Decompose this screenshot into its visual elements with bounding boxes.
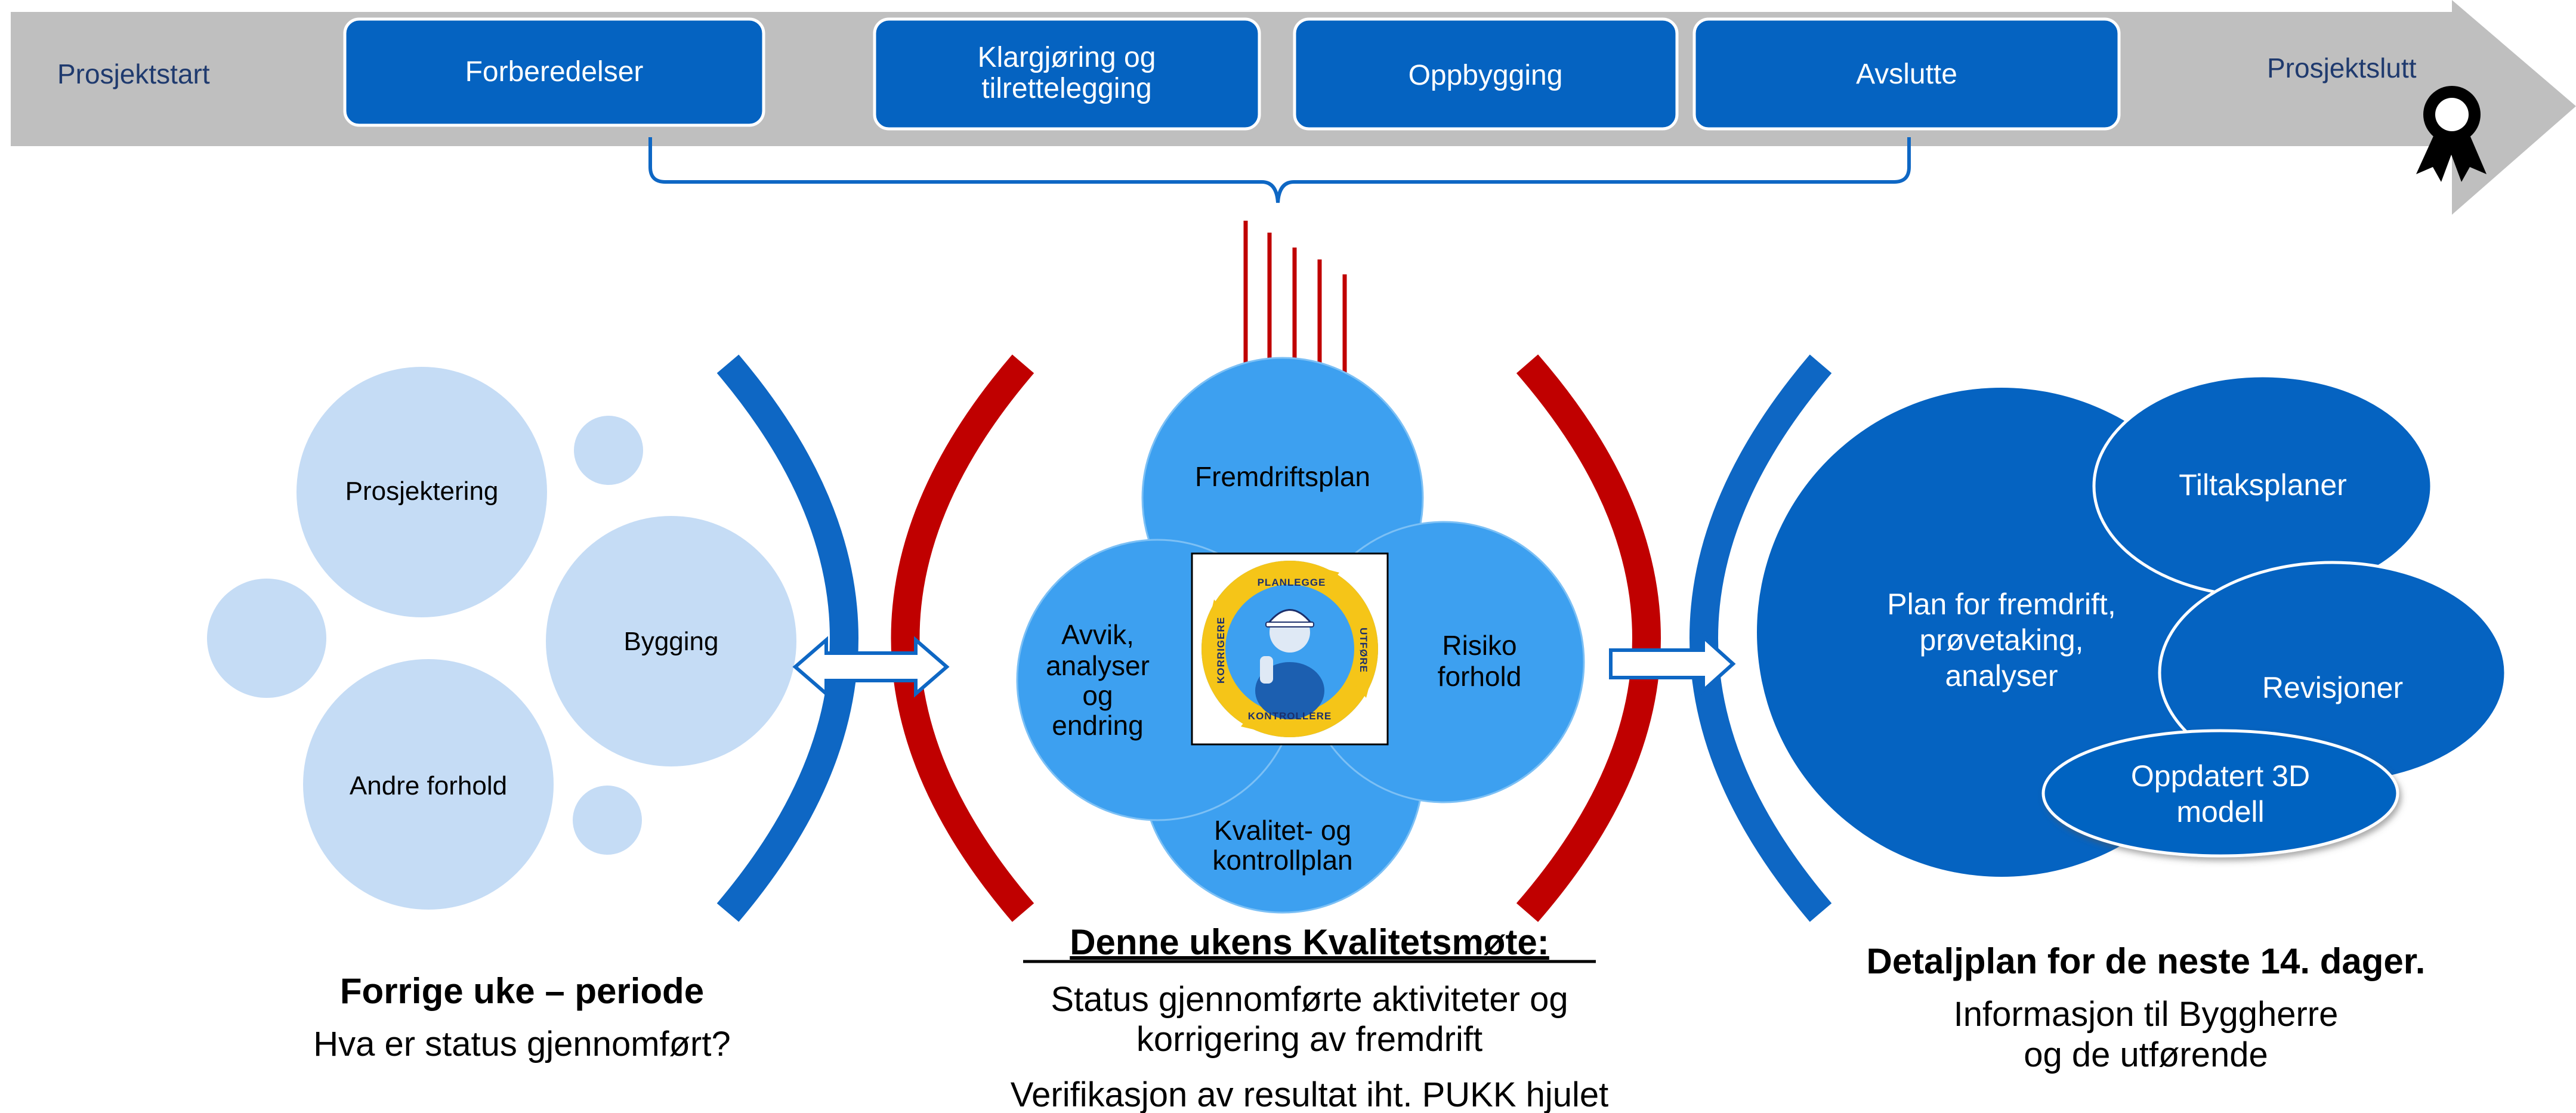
award-ribbon-icon [2416,86,2487,182]
center-group: Fremdriftsplan Avvik, analyser og endrin… [1011,357,1609,1113]
phase-box-oppbygging[interactable] [1293,17,1679,131]
phase-label-oppbygging: Oppbygging [1409,60,1563,91]
phase-label-avslutte: Avslutte [1856,58,1957,90]
label-avvik-2: analyser [1046,650,1150,681]
right-caption-line2: og de utførende [2024,1035,2268,1074]
double-arrow [792,636,950,698]
bubble-bygging [546,516,796,766]
label-3d-modell-2: modell [2176,795,2264,828]
label-risiko-2: forhold [1438,661,1522,692]
label-kvalitet-2: kontrollplan [1212,845,1352,876]
phase-label-klargjoring-line2: tilrettelegging [981,73,1152,104]
bubble-label-andre-forhold: Andre forhold [350,771,507,800]
phase-label-forberedelser: Forberedelser [465,56,644,88]
label-tiltaksplaner: Tiltaksplaner [2179,468,2347,502]
bubble-small [207,579,326,698]
label-revisjoner: Revisjoner [2262,671,2403,704]
center-caption-title: Denne ukens Kvalitetsmøte: [1070,922,1549,962]
center-caption-line3: Verifikasjon av resultat iht. PUKK hjule… [1011,1075,1609,1113]
label-avvik-3: og [1082,680,1113,711]
label-avvik-1: Avvik, [1061,619,1134,650]
arc-red-left [891,354,1034,922]
worker-icon [1255,609,1324,719]
label-plan-3: analyser [1945,659,2058,692]
phase-box-klargjoring[interactable] [873,17,1261,131]
timeline: Prosjektstart Prosjektslutt Forberedelse… [11,0,2576,215]
left-caption-subtitle: Hva er status gjennomført? [313,1025,731,1063]
label-avvik-4: endring [1052,710,1143,741]
bubble-label-prosjektering: Prosjektering [345,477,499,506]
bubble-prosjektering [296,367,547,617]
left-caption-title: Forrige uke – periode [340,971,704,1011]
bubble-small [574,416,643,485]
right-caption-title: Detaljplan for de neste 14. dager. [1867,941,2426,981]
right-group: Plan for fremdrift, prøvetaking, analyse… [1757,374,2507,1074]
timeline-end-label: Prosjektslutt [2267,52,2417,84]
phase-box-avslutte[interactable] [1692,17,2121,131]
ellipse-3d-modell [2041,729,2399,858]
label-plan-1: Plan for fremdrift, [1887,588,2115,621]
wheel-label-bottom: KONTROLLERE [1248,710,1332,722]
wheel-label-left: KORRIGERE [1215,617,1227,684]
label-plan-2: prøvetaking, [1919,623,2083,657]
phase-label-klargjoring-line1: Klargjøring og [978,42,1156,73]
wheel-label-top: PLANLEGGE [1258,577,1326,588]
label-fremdriftsplan: Fremdriftsplan [1195,461,1370,492]
bubble-small [573,786,642,855]
timeline-start-label: Prosjektstart [57,58,210,89]
center-caption-line1: Status gjennomførte aktiviteter og [1051,980,1568,1019]
wheel-label-right: UTFØRE [1358,627,1369,673]
label-risiko-1: Risiko [1442,630,1516,661]
label-kvalitet-1: Kvalitet- og [1214,815,1351,846]
center-caption-line2: korrigering av fremdrift [1136,1020,1482,1059]
phases-brace [648,137,1911,203]
bubble-andre-forhold [303,659,554,910]
arc-blue-left [716,354,858,922]
left-group: Prosjektering Bygging Andre forhold Forr… [207,367,796,1063]
pukk-wheel: PLANLEGGE UTFØRE KONTROLLERE KORRIGERE [1191,552,1389,746]
phase-box-forberedelser[interactable] [343,17,765,127]
bubble-label-bygging: Bygging [623,627,718,656]
label-3d-modell-1: Oppdatert 3D [2131,759,2310,793]
arc-red-right [1516,354,1661,922]
right-caption-line1: Informasjon til Byggherre [1954,995,2339,1034]
right-arrow [1609,633,1736,695]
